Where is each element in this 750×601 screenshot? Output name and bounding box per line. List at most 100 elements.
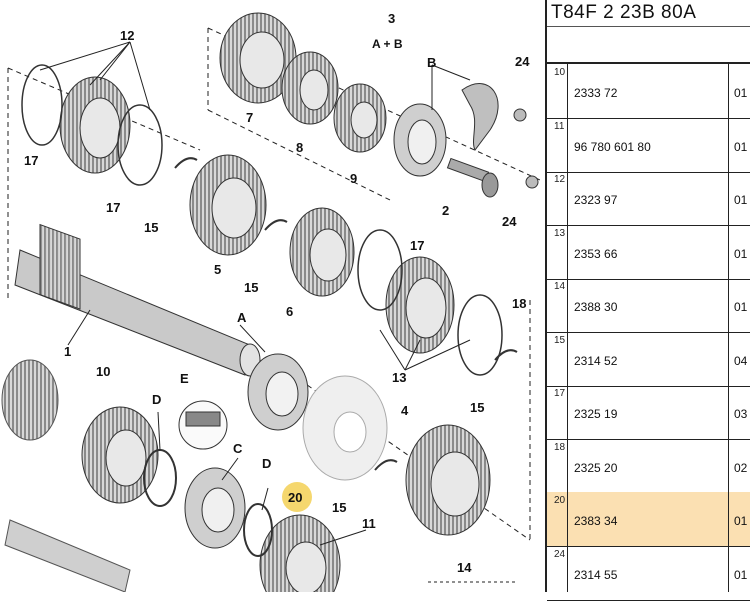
row-quantity: 01 bbox=[734, 139, 748, 154]
callout-15-c: 15 bbox=[470, 400, 484, 415]
callout-d-right: D bbox=[262, 456, 271, 471]
callout-15-d: 15 bbox=[332, 500, 346, 515]
callout-15-b: 15 bbox=[244, 280, 258, 295]
bolt-2 bbox=[446, 157, 499, 198]
callout-6: 6 bbox=[286, 304, 293, 319]
callout-14: 14 bbox=[457, 560, 472, 575]
callout-e: E bbox=[180, 371, 189, 386]
callout-5: 5 bbox=[214, 262, 221, 277]
callout-9: 9 bbox=[350, 171, 357, 186]
row-part-code: 96 780 601 80 bbox=[574, 139, 651, 154]
row-ref-number: 12 bbox=[554, 174, 566, 185]
callout-d-left: D bbox=[152, 392, 161, 407]
row-ref-number: 20 bbox=[554, 495, 566, 506]
row-part-code: 2388 30 bbox=[574, 300, 618, 314]
row-part-code: 2314 52 bbox=[574, 353, 618, 368]
gear-11 bbox=[259, 514, 341, 592]
callout-4: 4 bbox=[401, 403, 409, 418]
row-ref-number: 14 bbox=[554, 281, 566, 292]
row-part-code: 2383 34 bbox=[574, 514, 618, 528]
callout-24-bottom: 24 bbox=[502, 214, 517, 229]
row-ref-number: 13 bbox=[554, 227, 566, 239]
row-ref-number: 17 bbox=[554, 388, 566, 399]
synchro-13 bbox=[357, 229, 503, 376]
callout-1: 1 bbox=[64, 344, 71, 359]
callout-8: 8 bbox=[296, 140, 303, 155]
layshaft-left bbox=[1, 359, 131, 592]
parts-row[interactable]: 12 2323 97 01 bbox=[547, 171, 750, 226]
row-part-code: 2353 66 bbox=[574, 246, 618, 261]
panel-title: T84F 2 23B 80A bbox=[551, 2, 697, 23]
row-part-code: 2314 55 bbox=[574, 567, 618, 582]
parts-row[interactable]: 17 2325 19 03 bbox=[547, 385, 750, 440]
ring-17-left bbox=[21, 64, 163, 186]
row-quantity: 01 bbox=[734, 86, 748, 100]
callout-20-highlight bbox=[282, 482, 312, 512]
leader-lines bbox=[39, 41, 471, 546]
callout-15-a: 15 bbox=[144, 220, 158, 235]
callout-10: 10 bbox=[96, 364, 110, 379]
column-divider-qty bbox=[728, 62, 729, 592]
row-part-code: 2323 97 bbox=[574, 193, 618, 207]
row-quantity: 03 bbox=[734, 407, 748, 421]
parts-row[interactable]: 13 2353 66 01 bbox=[547, 225, 750, 280]
parts-row[interactable]: 24 2314 55 01 bbox=[547, 546, 750, 601]
callout-11: 11 bbox=[362, 516, 376, 531]
callout-a-plus-b: A + B bbox=[372, 37, 403, 51]
exploded-gearbox-diagram: 12 3 A + B B 24 7 8 9 2 24 17 17 15 5 15… bbox=[1, 11, 541, 592]
callout-2: 2 bbox=[442, 203, 449, 218]
gear-10 bbox=[81, 406, 159, 504]
callout-a-bearing: A bbox=[237, 310, 247, 325]
callout-13: 13 bbox=[392, 370, 406, 385]
row-quantity: 02 bbox=[734, 460, 748, 475]
synchro-b bbox=[393, 103, 447, 177]
column-divider-ref bbox=[567, 62, 568, 592]
row-ref-number: 24 bbox=[554, 548, 566, 560]
row-part-code: 2325 19 bbox=[574, 407, 618, 421]
row-quantity: 04 bbox=[734, 353, 748, 368]
gear-12-synchro bbox=[59, 76, 131, 174]
row-ref-number: 10 bbox=[554, 67, 566, 78]
parts-row[interactable]: 18 2325 20 02 bbox=[547, 439, 750, 494]
row-quantity: 01 bbox=[734, 514, 748, 528]
gear-grey-pale bbox=[302, 375, 388, 481]
panel-header-divider-bold bbox=[547, 62, 750, 64]
callout-3: 3 bbox=[388, 11, 395, 26]
main-shaft bbox=[14, 223, 261, 377]
gear-5 bbox=[189, 154, 267, 256]
gear-6 bbox=[289, 207, 355, 297]
panel-header-divider bbox=[547, 26, 750, 27]
callout-24-top: 24 bbox=[515, 54, 530, 69]
callout-7: 7 bbox=[246, 110, 253, 125]
callout-17-left: 17 bbox=[24, 153, 38, 168]
detail-box-e bbox=[178, 400, 228, 450]
callout-17-right: 17 bbox=[410, 238, 424, 253]
callout-b-top: B bbox=[427, 55, 436, 70]
gear-4 bbox=[405, 424, 491, 536]
parts-row-selected[interactable]: 20 2383 34 01 bbox=[547, 492, 750, 547]
callout-labels: 12 3 A + B B 24 7 8 9 2 24 17 17 15 5 15… bbox=[24, 11, 530, 583]
parts-row[interactable]: 10 2333 72 01 bbox=[547, 64, 750, 119]
parts-list-panel: T84F 2 23B 80A 10 2333 72 01 11 96 780 601 8… bbox=[545, 0, 750, 601]
parts-row[interactable]: 15 2314 52 04 bbox=[547, 332, 750, 387]
row-quantity: 01 bbox=[734, 193, 748, 207]
gear-9 bbox=[333, 83, 387, 153]
bearing-a bbox=[247, 353, 309, 431]
row-ref-number: 18 bbox=[554, 441, 566, 453]
row-part-code: 2333 72 bbox=[574, 86, 618, 100]
row-quantity: 01 bbox=[734, 246, 748, 261]
fork bbox=[461, 83, 539, 189]
callout-17-mid: 17 bbox=[106, 200, 120, 215]
callout-18: 18 bbox=[512, 296, 526, 311]
parts-row[interactable]: 11 96 780 601 80 01 bbox=[547, 118, 750, 173]
callout-12: 12 bbox=[120, 28, 134, 43]
row-quantity: 01 bbox=[734, 567, 748, 582]
row-ref-number: 15 bbox=[554, 334, 566, 346]
synchro-c bbox=[184, 467, 246, 549]
callout-c: C bbox=[233, 441, 243, 456]
callout-20: 20 bbox=[288, 490, 302, 505]
gear-8 bbox=[281, 51, 339, 125]
row-ref-number: 11 bbox=[554, 120, 565, 132]
row-part-code: 2325 20 bbox=[574, 460, 618, 475]
